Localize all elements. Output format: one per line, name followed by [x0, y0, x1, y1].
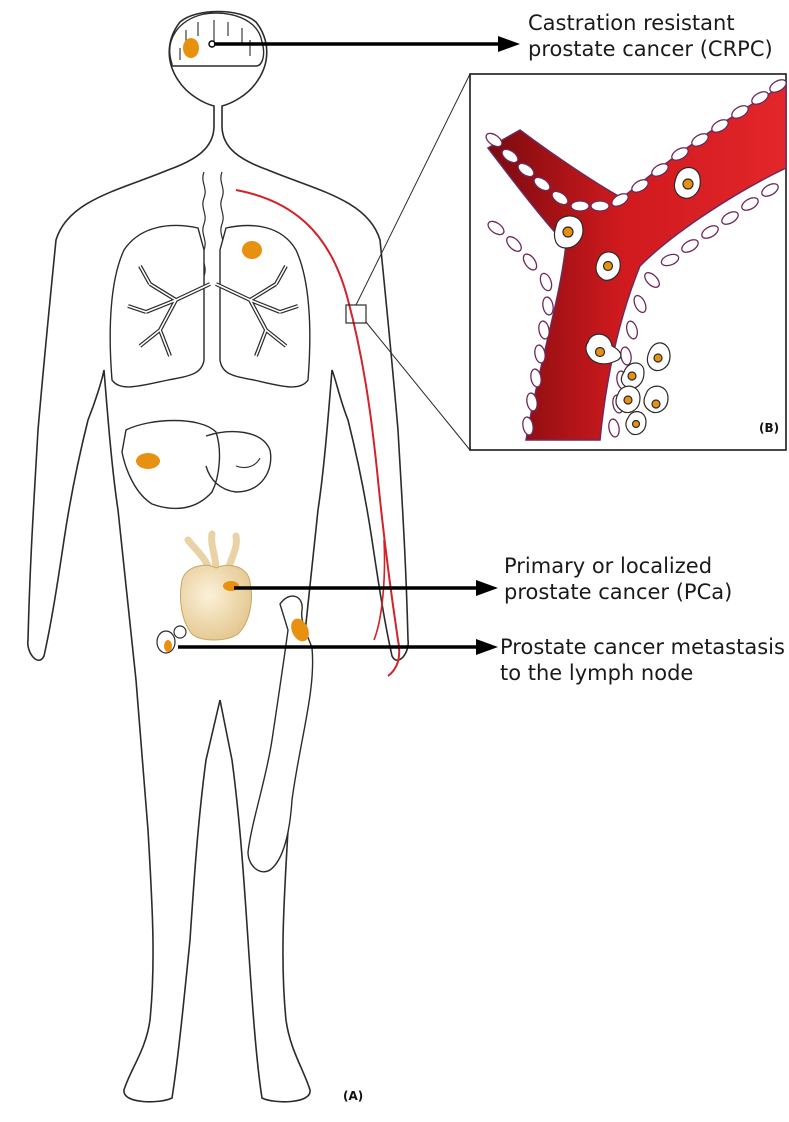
lymph-metastasis-label-line1: Prostate cancer metastasis: [500, 634, 785, 660]
lungs: [110, 226, 310, 387]
lymph-metastasis-label-line2: to the lymph node: [500, 660, 693, 686]
primary-pca-label-line1: Primary or localized: [504, 553, 712, 579]
panel-b-label: (B): [759, 421, 779, 435]
brain-tumor: [183, 38, 199, 58]
crpc-label-line1: Castration resistant: [528, 10, 735, 36]
primary-pca-label-line2: prostate cancer (PCa): [504, 579, 732, 605]
brain-outline: [170, 13, 264, 66]
lung-tumor: [242, 241, 262, 259]
liver-tumor: [136, 453, 160, 469]
panel-b-blood-vessel: [470, 74, 788, 450]
panel-a-label: (A): [343, 1089, 363, 1103]
lymph-nodes: [157, 626, 186, 653]
crpc-label-line2: prostate cancer (CRPC): [528, 36, 773, 62]
